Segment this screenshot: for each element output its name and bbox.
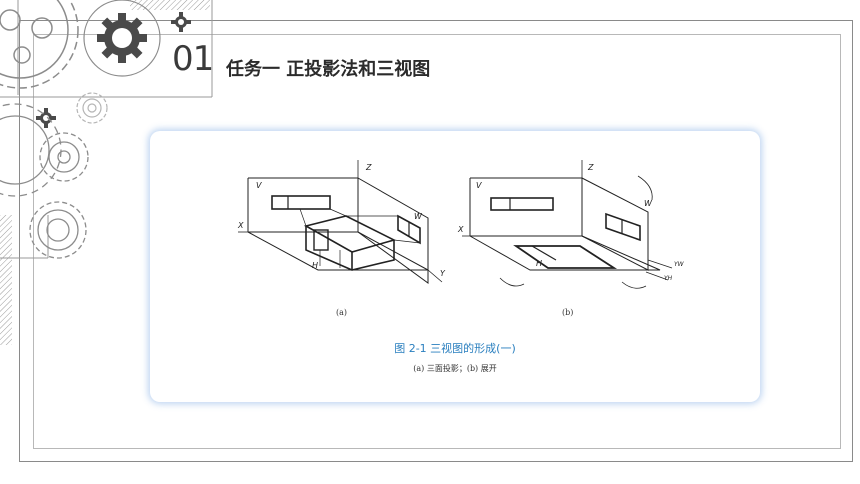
hatch-strip-left (0, 215, 12, 345)
projection-diagram-b (462, 160, 673, 289)
sublabel-a: (a) (336, 308, 348, 317)
axis-label-v: V (256, 181, 262, 190)
axis-label-z: Z (365, 163, 372, 172)
hatch-strip-top (130, 0, 210, 10)
gear-icon (76, 92, 108, 124)
axis-label-h-b: H (536, 259, 542, 268)
sublabel-b: (b) (562, 308, 574, 317)
figure-card (150, 131, 760, 402)
figure-caption: 图 2-1 三视图的形成(一) (394, 342, 516, 355)
axis-label-yw-b: YW (674, 261, 685, 268)
section-number: 01 (172, 39, 214, 79)
axis-label-x-b: X (457, 225, 464, 234)
figure-note: (a) 三面投影；(b) 展开 (413, 364, 497, 373)
gear-icon (0, 0, 79, 89)
inner-frame (33, 34, 841, 449)
gear-icon (39, 132, 89, 182)
axis-label-v-b: V (476, 181, 482, 190)
gear-icon (36, 108, 56, 128)
axis-label-w: W (414, 212, 423, 221)
axis-label-yh-b: YH (664, 275, 673, 282)
page-title: 任务一 正投影法和三视图 (226, 59, 431, 80)
axis-label-w-b: W (644, 199, 653, 208)
gear-decoration (0, 0, 213, 345)
gear-icon (29, 201, 87, 259)
axis-label-x: X (237, 221, 244, 230)
outer-frame (19, 20, 853, 462)
axis-label-z-b: Z (587, 163, 594, 172)
gear-icon (171, 12, 191, 32)
axis-label-h: H (312, 261, 318, 270)
axis-label-y: Y (440, 269, 446, 278)
gear-icon (0, 103, 62, 197)
projection-diagram-a (238, 160, 443, 284)
